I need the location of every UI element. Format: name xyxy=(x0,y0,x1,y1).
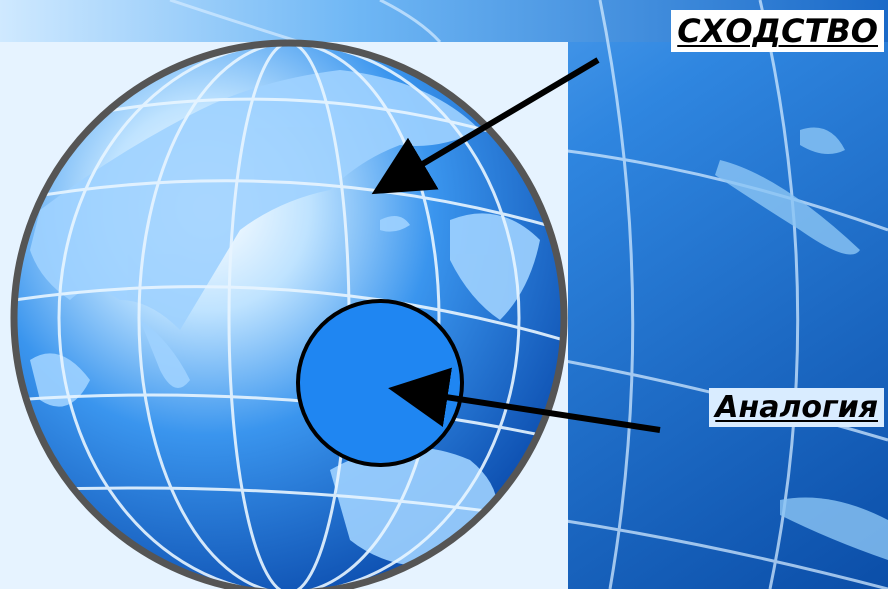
globe-icon xyxy=(14,43,564,589)
analogy-circle xyxy=(298,301,462,465)
similarity-label: СХОДСТВО xyxy=(671,10,884,52)
analogy-label: Аналогия xyxy=(709,388,884,427)
